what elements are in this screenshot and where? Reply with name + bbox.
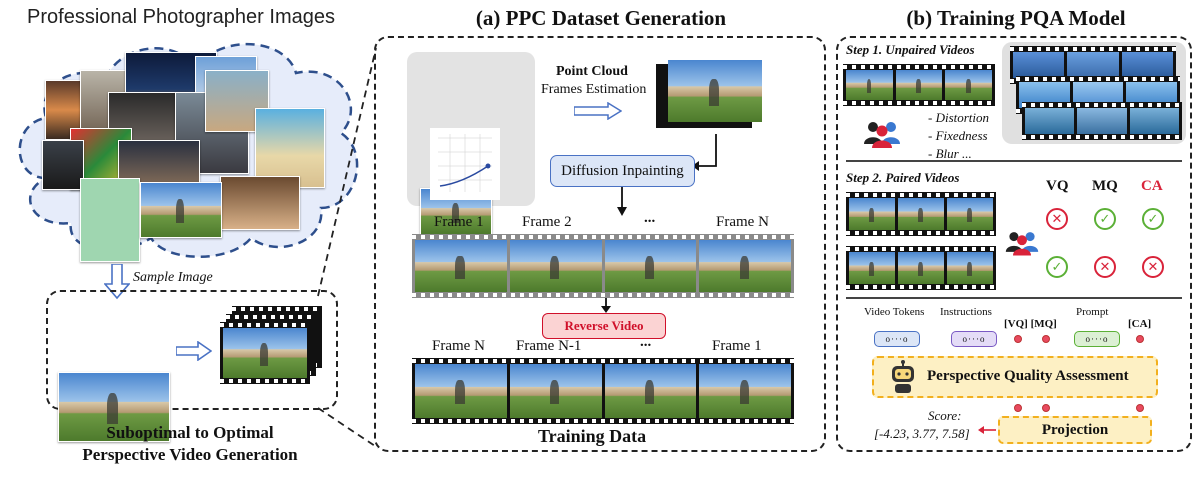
left-caption-line1: Suboptimal to Optimal bbox=[106, 423, 274, 442]
ca-token-dot bbox=[1136, 335, 1144, 343]
row1-mq-check-icon: ✓ bbox=[1094, 208, 1116, 230]
row2-mq-cross-icon: ✕ bbox=[1094, 256, 1116, 278]
step2-film-bottom bbox=[846, 246, 996, 290]
score-label: Score: bbox=[928, 408, 962, 423]
bottom-film-strip bbox=[412, 358, 794, 424]
photo-dark-street bbox=[42, 140, 84, 190]
raters-icon bbox=[1005, 232, 1039, 256]
video-tokens-box: o···o bbox=[874, 331, 920, 347]
distortion-item: - Distortion bbox=[928, 110, 990, 125]
step2-film-top bbox=[846, 192, 996, 236]
divider-1 bbox=[846, 160, 1182, 162]
bottom-frame-ellipsis-label: ... bbox=[640, 334, 652, 350]
row2-vq-check-icon: ✓ bbox=[1046, 256, 1068, 278]
top-frame-n-label: Frame N bbox=[716, 214, 769, 230]
diffusion-inpainting-box: Diffusion Inpainting bbox=[550, 155, 695, 187]
sample-film-front bbox=[220, 322, 310, 384]
score-value: [-4.23, 3.77, 7.58] bbox=[874, 426, 970, 441]
photo-portrait bbox=[220, 176, 300, 230]
fixedness-item: - Fixedness bbox=[928, 128, 988, 143]
photo-campus bbox=[140, 182, 222, 238]
sample-image-label: Sample Image bbox=[133, 270, 213, 285]
step1-label: Step 1. Unpaired Videos bbox=[846, 42, 975, 57]
vq-mq-token-label: [VQ] [MQ] bbox=[1004, 318, 1057, 330]
divider-2 bbox=[846, 297, 1182, 299]
row2-ca-cross-icon: ✕ bbox=[1142, 256, 1164, 278]
step1-film-strip bbox=[843, 64, 995, 106]
out-dot-2 bbox=[1042, 404, 1050, 412]
vq-header: VQ bbox=[1046, 178, 1069, 194]
bottom-frame-1 bbox=[699, 364, 791, 418]
score-arrow-icon bbox=[978, 426, 996, 434]
sample-photo bbox=[58, 372, 170, 442]
row1-ca-check-icon: ✓ bbox=[1142, 208, 1164, 230]
photo-hoop bbox=[80, 178, 140, 262]
middle-panel-box bbox=[374, 36, 826, 452]
pqa-label: Perspective Quality Assessment bbox=[927, 368, 1129, 384]
bottom-frame-n bbox=[415, 364, 507, 418]
mq-token-dot bbox=[1042, 335, 1050, 343]
top-film-strip bbox=[412, 234, 794, 298]
to-reverse-arrow bbox=[601, 298, 611, 313]
row1-vq-cross-icon: ✕ bbox=[1046, 208, 1068, 230]
photo-beach bbox=[255, 108, 325, 188]
estimation-arrow-icon bbox=[574, 102, 622, 120]
bottom-frame-3 bbox=[604, 364, 697, 418]
right-panel-title: (b) Training PQA Model bbox=[906, 6, 1126, 30]
instructions-box: o···o bbox=[951, 331, 997, 347]
bottom-frame-n-1-label: Frame N-1 bbox=[516, 338, 582, 354]
trajectory-plot bbox=[430, 128, 500, 200]
sample-box bbox=[46, 290, 338, 410]
step2-label: Step 2. Paired Videos bbox=[846, 170, 960, 185]
pqa-box bbox=[872, 356, 1158, 398]
top-frame-3 bbox=[604, 240, 697, 292]
point-cloud-label: Point Cloud bbox=[556, 64, 628, 79]
prompt-box: o···o bbox=[1074, 331, 1120, 347]
out-dot-1 bbox=[1014, 404, 1022, 412]
point-cloud-stack bbox=[656, 60, 766, 132]
top-frame-1-label: Frame 1 bbox=[434, 214, 484, 230]
middle-panel-title: (a) PPC Dataset Generation bbox=[475, 6, 727, 30]
ca-header: CA bbox=[1141, 178, 1163, 194]
bottom-frame-n-1 bbox=[509, 364, 602, 418]
left-caption-line2: Perspective Video Generation bbox=[82, 445, 298, 464]
left-caption: Suboptimal to Optimal Perspective Video … bbox=[40, 422, 340, 466]
frames-estimation-label: Frames Estimation bbox=[541, 82, 647, 97]
to-diffusion-arrow bbox=[692, 134, 717, 171]
ca-token-label: [CA] bbox=[1128, 318, 1152, 330]
left-panel-title: Professional Photographer Images bbox=[27, 6, 335, 28]
top-frame-2 bbox=[509, 240, 602, 292]
prompt-label: Prompt bbox=[1076, 306, 1109, 318]
mq-header: MQ bbox=[1092, 178, 1118, 194]
reverse-video-box: Reverse Video bbox=[542, 313, 666, 339]
bottom-frame-n-label: Frame N bbox=[432, 338, 485, 354]
to-frames-arrow bbox=[617, 187, 627, 216]
top-frame-ellipsis-label: ... bbox=[644, 210, 656, 226]
unpaired-film-3 bbox=[1022, 102, 1182, 140]
bottom-frame-1-label: Frame 1 bbox=[712, 338, 762, 354]
right-panel-box bbox=[836, 36, 1192, 452]
right-arrow-icon bbox=[176, 341, 212, 361]
top-frame-1 bbox=[415, 240, 507, 292]
projection-box: Projection bbox=[998, 416, 1152, 444]
instructions-label: Instructions bbox=[940, 306, 992, 318]
top-frame-n bbox=[699, 240, 791, 292]
top-frame-2-label: Frame 2 bbox=[522, 214, 572, 230]
blur-item: - Blur ... bbox=[928, 146, 972, 161]
out-dot-3 bbox=[1136, 404, 1144, 412]
users-icon bbox=[864, 122, 900, 148]
video-tokens-label: Video Tokens bbox=[864, 306, 925, 318]
robot-icon bbox=[892, 360, 914, 393]
vq-token-dot bbox=[1014, 335, 1022, 343]
training-data-label: Training Data bbox=[538, 426, 647, 446]
